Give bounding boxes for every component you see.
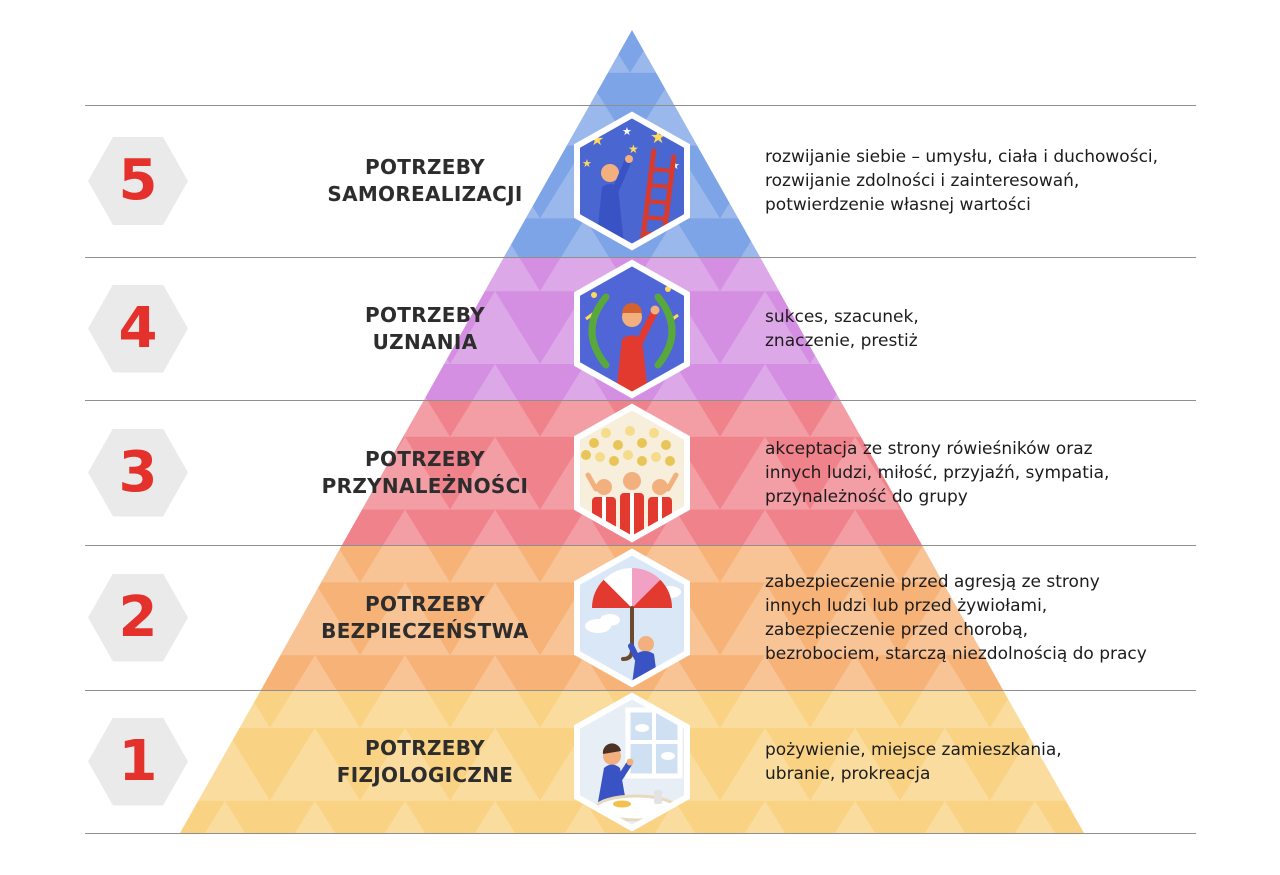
level-number-badge: 2 bbox=[88, 573, 188, 662]
divider-line bbox=[85, 105, 1196, 106]
level-number: 1 bbox=[118, 728, 158, 794]
svg-text:★: ★ bbox=[628, 142, 639, 156]
level-description: akceptacja ze strony rówieśników oraz in… bbox=[765, 438, 1110, 507]
self-actualization-icon: ★ ★ ★ ★ ★ ★ bbox=[570, 111, 694, 251]
level-number: 3 bbox=[118, 439, 158, 505]
level-title: POTRZEBY BEZPIECZEŃSTWA bbox=[321, 591, 529, 643]
recognition-icon bbox=[570, 259, 694, 399]
level-description: zabezpieczenie przed agresją ze strony i… bbox=[765, 571, 1147, 664]
divider-line bbox=[85, 690, 1196, 691]
level-row-3: 3 POTRZEBY PRZYNALEŻNOŚCI bbox=[0, 400, 1280, 545]
level-number-badge: 4 bbox=[88, 284, 188, 373]
level-number: 4 bbox=[118, 295, 158, 361]
divider-line bbox=[85, 257, 1196, 258]
level-row-2: 2 POTRZEBY BEZPIECZEŃSTWA bbox=[0, 545, 1280, 690]
belonging-icon bbox=[570, 403, 694, 543]
divider-line bbox=[85, 833, 1196, 834]
level-description: sukces, szacunek, znaczenie, prestiż bbox=[765, 306, 919, 351]
level-row-1: 1 POTRZEBY FIZJOLOGICZNE bbox=[0, 690, 1280, 833]
level-title: POTRZEBY UZNANIA bbox=[365, 302, 485, 354]
level-number-badge: 3 bbox=[88, 428, 188, 517]
level-title: POTRZEBY FIZJOLOGICZNE bbox=[336, 735, 514, 787]
level-description: pożywienie, miejsce zamieszkania, ubrani… bbox=[765, 739, 1062, 784]
physiological-icon bbox=[570, 692, 694, 832]
level-number: 5 bbox=[118, 148, 158, 213]
svg-text:★: ★ bbox=[582, 157, 592, 170]
level-number-badge: 1 bbox=[88, 717, 188, 806]
level-title: POTRZEBY PRZYNALEŻNOŚCI bbox=[321, 446, 529, 498]
svg-text:★: ★ bbox=[622, 125, 632, 138]
level-number: 2 bbox=[118, 584, 158, 650]
divider-line bbox=[85, 400, 1196, 401]
level-row-5: 5 POTRZEBY SAMOREALIZACJI ★ ★ ★ ★ ★ bbox=[0, 105, 1280, 257]
divider-line bbox=[85, 545, 1196, 546]
level-number-badge: 5 bbox=[88, 137, 188, 225]
level-row-4: 4 POTRZEBY UZNANIA bbox=[0, 257, 1280, 400]
level-title: POTRZEBY SAMOREALIZACJI bbox=[327, 155, 523, 206]
level-description: rozwijanie siebie – umysłu, ciała i duch… bbox=[765, 146, 1159, 216]
safety-icon bbox=[570, 548, 694, 688]
